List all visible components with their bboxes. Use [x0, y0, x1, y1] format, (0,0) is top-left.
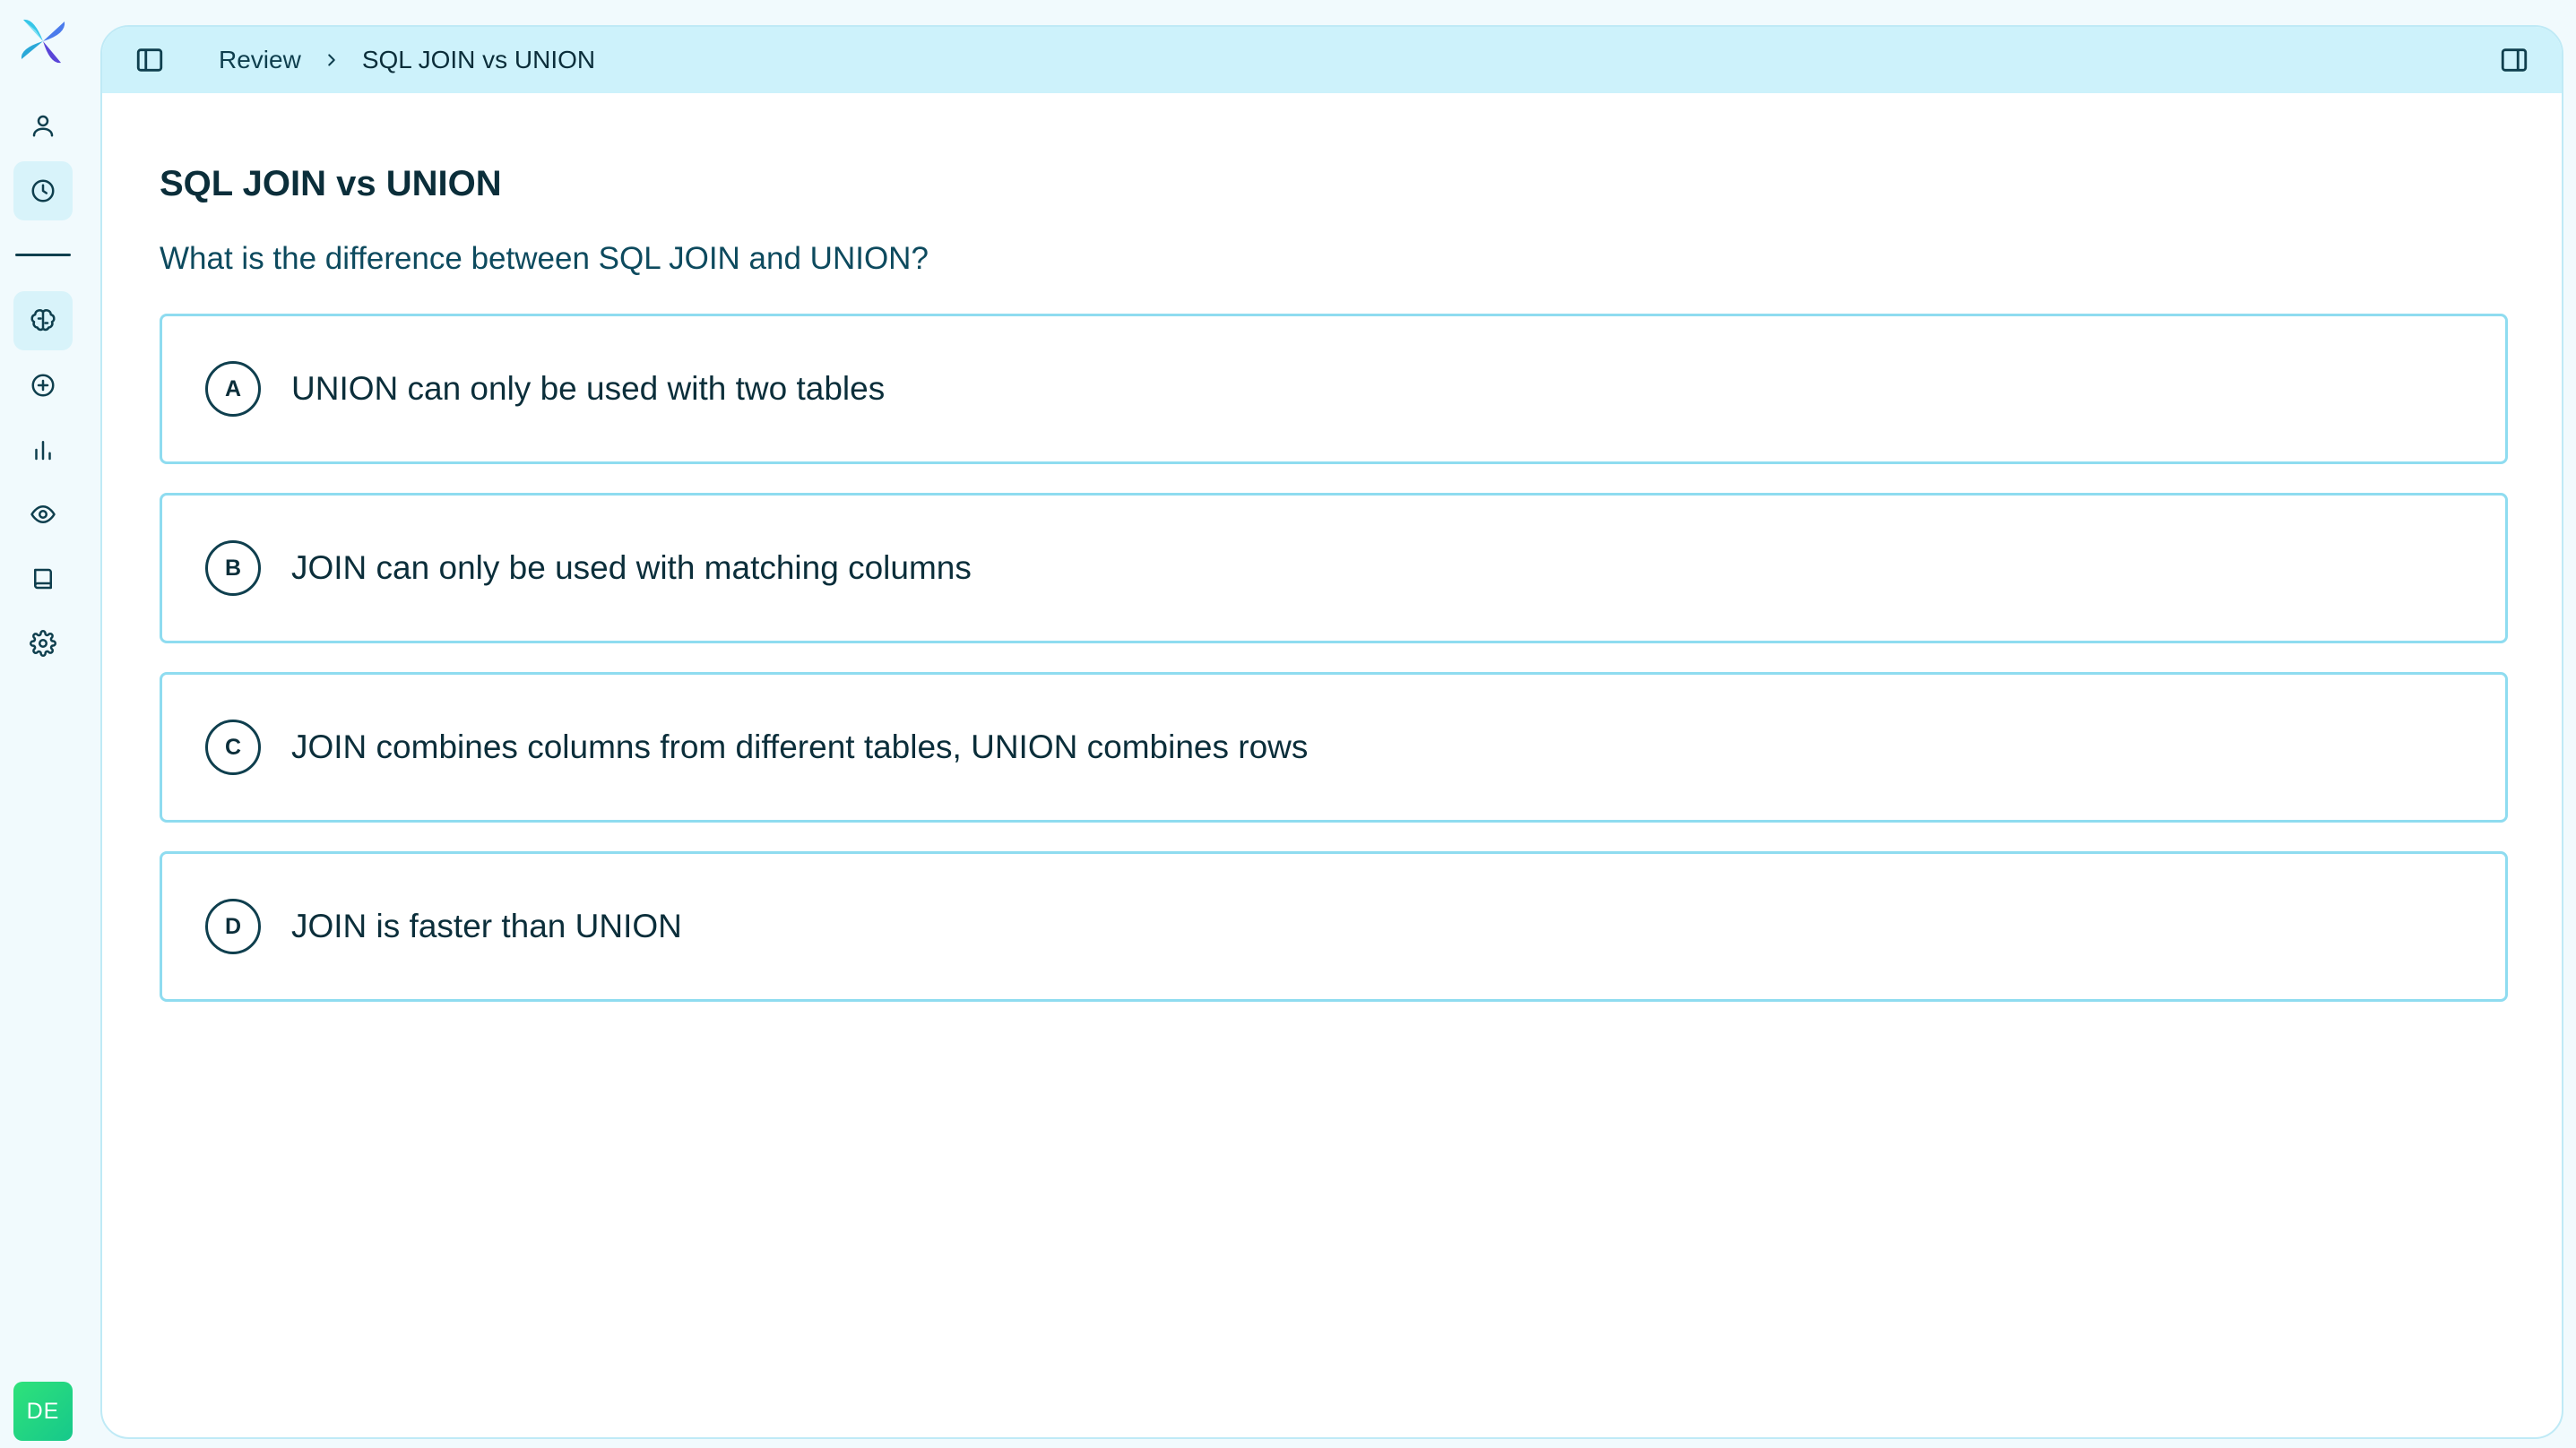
chevron-right-icon: [301, 50, 362, 70]
answer-option-d[interactable]: D JOIN is faster than UNION: [160, 851, 2508, 1002]
app-logo[interactable]: [16, 14, 70, 68]
bar-chart-icon: [35, 441, 51, 461]
sidebar-item-add[interactable]: [13, 356, 73, 415]
breadcrumb-parent-link[interactable]: Review: [219, 46, 301, 73]
top-bar: Review SQL JOIN vs UNION: [102, 27, 2562, 93]
breadcrumb: Review SQL JOIN vs UNION: [219, 27, 595, 93]
quiz-content: SQL JOIN vs UNION What is the difference…: [160, 93, 2508, 1030]
sidebar-divider: [15, 254, 71, 256]
sidebar: DE: [0, 0, 86, 1448]
answer-option-b[interactable]: B JOIN can only be used with matching co…: [160, 493, 2508, 643]
answer-option-c[interactable]: C JOIN combines columns from different t…: [160, 672, 2508, 823]
avatar[interactable]: DE: [13, 1382, 73, 1441]
answer-options: A UNION can only be used with two tables…: [160, 314, 2508, 1002]
clock-icon: [31, 179, 55, 203]
breadcrumb-current: SQL JOIN vs UNION: [361, 46, 596, 73]
answer-option-a[interactable]: A UNION can only be used with two tables: [160, 314, 2508, 464]
toggle-right-panel-button[interactable]: [2499, 45, 2529, 75]
sidebar-item-library[interactable]: [13, 549, 73, 608]
option-text: JOIN combines columns from different tab…: [291, 728, 1309, 765]
option-letter-badge: C: [205, 720, 261, 775]
option-text: JOIN is faster than UNION: [291, 908, 682, 944]
sidebar-left-icon: [136, 48, 163, 72]
sidebar-item-profile[interactable]: [13, 96, 73, 155]
sidebar-item-stats[interactable]: [13, 420, 73, 479]
sidebar-item-watch[interactable]: [13, 485, 73, 544]
option-letter-badge: A: [205, 361, 261, 417]
gear-icon: [30, 630, 56, 657]
pinwheel-logo-icon: [21, 19, 65, 64]
eye-icon: [30, 505, 56, 523]
sidebar-item-settings[interactable]: [13, 614, 73, 673]
user-icon: [32, 115, 54, 137]
book-icon: [34, 568, 52, 590]
question-text: What is the difference between SQL JOIN …: [160, 241, 929, 276]
brain-icon: [30, 309, 56, 332]
page-title: SQL JOIN vs UNION: [160, 164, 502, 203]
option-text: JOIN can only be used with matching colu…: [291, 549, 972, 586]
main-panel: Review SQL JOIN vs UNION SQL JOIN vs UNI…: [100, 25, 2563, 1439]
sidebar-right-icon: [2501, 48, 2528, 72]
option-text: UNION can only be used with two tables: [291, 370, 886, 407]
option-letter-badge: D: [205, 899, 261, 954]
sidebar-item-history[interactable]: [13, 161, 73, 220]
toggle-sidebar-button[interactable]: [134, 45, 165, 75]
plus-circle-icon: [31, 374, 55, 397]
option-letter-badge: B: [205, 540, 261, 596]
sidebar-item-review[interactable]: [13, 291, 73, 350]
